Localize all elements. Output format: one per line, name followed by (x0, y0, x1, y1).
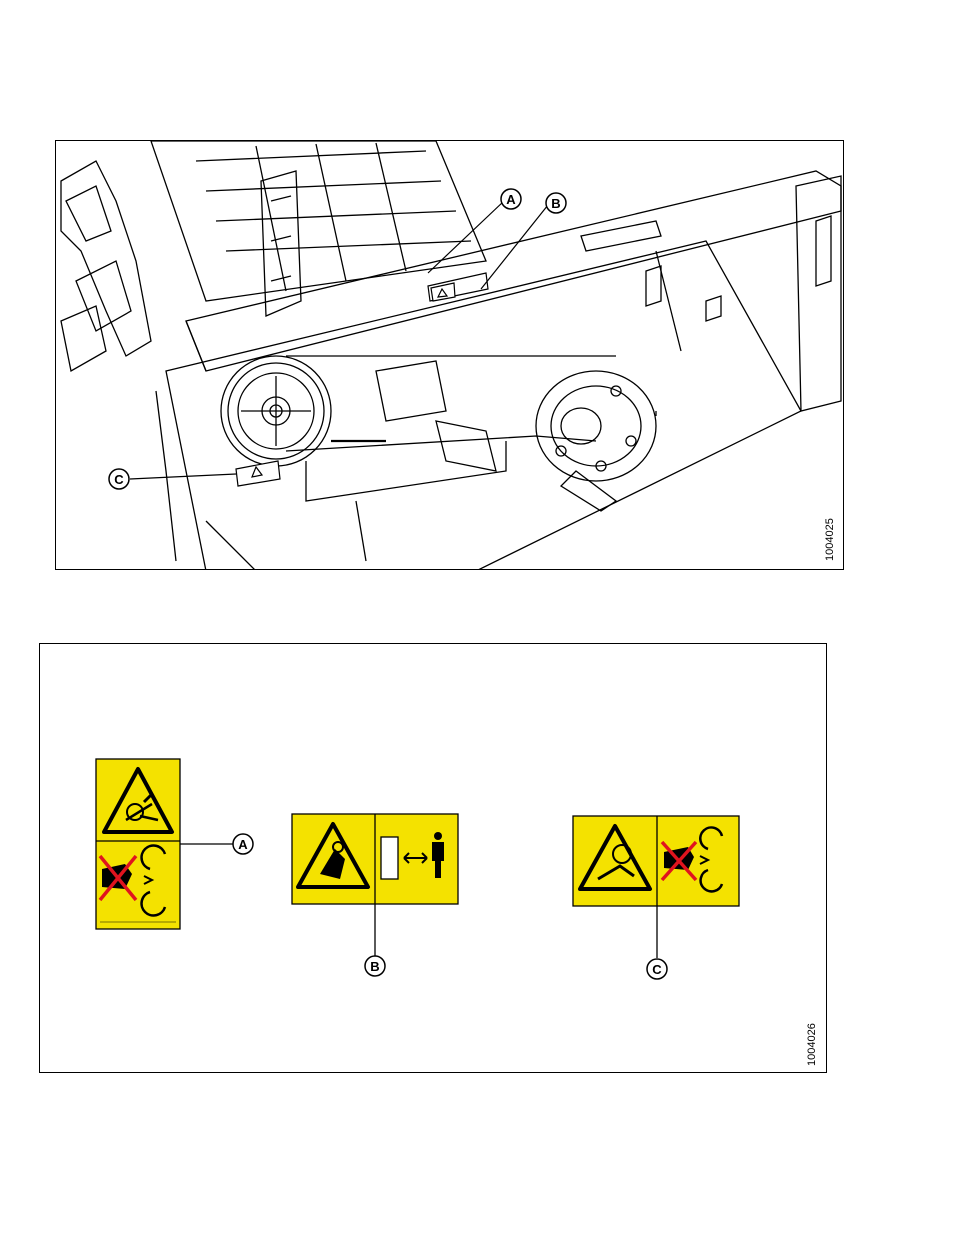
callout-c: C (109, 469, 129, 489)
decal-b-callout: B (365, 956, 385, 976)
svg-text:C: C (114, 472, 124, 487)
machine-drawing-figure: A B C 1004025 (55, 140, 844, 570)
decal-c-callout: C (647, 959, 667, 979)
decal-a-callout: A (233, 834, 253, 854)
callout-b: B (546, 193, 566, 213)
svg-text:A: A (238, 837, 248, 852)
safety-decals-figure: A B (39, 643, 827, 1073)
decal-b (292, 814, 458, 904)
svg-text:C: C (652, 962, 662, 977)
callout-a: A (501, 189, 521, 209)
machine-line-drawing: A B C (56, 141, 844, 570)
decal-c (573, 816, 739, 906)
svg-text:B: B (551, 196, 560, 211)
decal-a (96, 759, 180, 929)
figure-number: 1004025 (824, 518, 836, 561)
decal-illustrations: A B (40, 644, 827, 1073)
figure-number: 1004026 (806, 1023, 818, 1066)
svg-text:A: A (506, 192, 516, 207)
svg-text:B: B (370, 959, 379, 974)
